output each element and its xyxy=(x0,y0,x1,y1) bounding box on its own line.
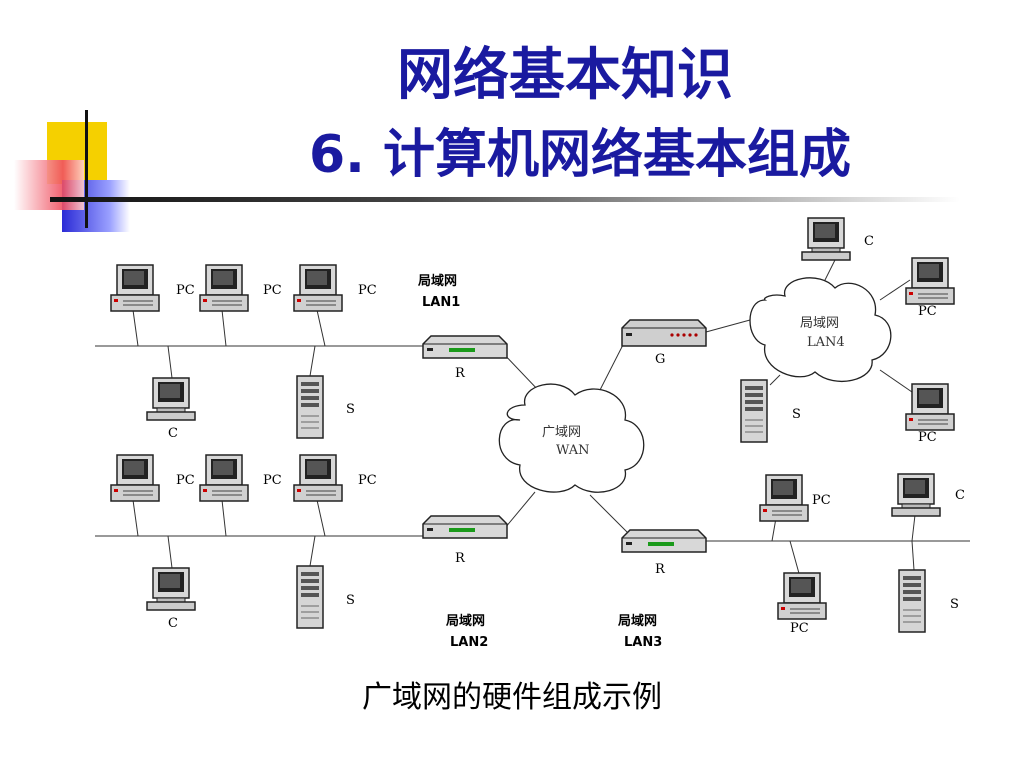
lan4-pc-1-label: PC xyxy=(918,304,937,319)
lan1-pc-2-label: PC xyxy=(263,283,282,298)
decorative-squares xyxy=(0,110,150,232)
wan-name: WAN xyxy=(556,443,589,458)
lan4-pc-2-label: PC xyxy=(918,430,937,445)
title-underline xyxy=(50,197,960,202)
lan4-server-icon xyxy=(740,379,768,443)
lan4-client-icon xyxy=(801,217,851,261)
lan1-pc-1-icon xyxy=(110,264,160,312)
lan2-pc-1-label: PC xyxy=(176,473,195,488)
page-title: 网络基本知识 xyxy=(397,43,733,108)
lan1-router-icon xyxy=(422,335,508,359)
page-subtitle: 6. 计算机网络基本组成 xyxy=(308,125,852,185)
lan2-pc-1-icon xyxy=(110,454,160,502)
lan1-pc-3-icon xyxy=(293,264,343,312)
lan3-server-label: S xyxy=(950,597,959,612)
lan3-pc-2-label: PC xyxy=(790,621,809,636)
lan2-client-icon xyxy=(146,567,196,611)
lan4-name-cn: 局域网 xyxy=(800,316,839,331)
wan-name-cn: 广域网 xyxy=(542,425,581,440)
lan1-pc-1-label: PC xyxy=(176,283,195,298)
lan2-server-label: S xyxy=(346,593,355,608)
lan2-pc-3-icon xyxy=(293,454,343,502)
lan2-pc-3-label: PC xyxy=(358,473,377,488)
lan4-server-label: S xyxy=(792,407,801,422)
lan2-name: LAN2 xyxy=(450,635,488,650)
lan3-pc-1-label: PC xyxy=(812,493,831,508)
lan2-name-cn: 局域网 xyxy=(446,613,485,629)
lan3-pc-2-icon xyxy=(777,572,827,620)
lan2-router-icon xyxy=(422,515,508,539)
lan4-name: LAN4 xyxy=(807,335,845,350)
gateway-label: G xyxy=(655,352,665,367)
lan2-pc-2-label: PC xyxy=(263,473,282,488)
lan3-client-icon xyxy=(891,473,941,517)
lan4-pc-1-icon xyxy=(905,257,955,305)
lan1-pc-2-icon xyxy=(199,264,249,312)
wan-cloud xyxy=(498,383,645,493)
lan3-router-icon xyxy=(621,529,707,553)
lan1-name-cn: 局域网 xyxy=(418,273,457,289)
lan3-pc-1-icon xyxy=(759,474,809,522)
lan2-client-label: C xyxy=(168,616,178,631)
lan1-server-icon xyxy=(296,375,324,439)
lan1-pc-3-label: PC xyxy=(358,283,377,298)
figure-caption: 广域网的硬件组成示例 xyxy=(362,680,662,715)
lan3-router-label: R xyxy=(655,562,666,577)
lan2-server-icon xyxy=(296,565,324,629)
lan1-router-label: R xyxy=(455,366,466,381)
lan2-pc-2-icon xyxy=(199,454,249,502)
lan1-client-icon xyxy=(146,377,196,421)
lan4-pc-2-icon xyxy=(905,383,955,431)
lan1-client-label: C xyxy=(168,426,178,441)
lan3-server-icon xyxy=(898,569,926,633)
lan3-name-cn: 局域网 xyxy=(618,613,657,629)
lan4-client-label: C xyxy=(864,234,874,249)
lan3-client-label: C xyxy=(955,488,965,503)
lan3-name: LAN3 xyxy=(624,635,662,650)
lan2-router-label: R xyxy=(455,551,466,566)
gateway-icon xyxy=(621,319,707,347)
lan1-name: LAN1 xyxy=(422,295,460,310)
lan1-server-label: S xyxy=(346,402,355,417)
lan4-cloud xyxy=(749,277,892,382)
connection-lines xyxy=(95,259,970,578)
